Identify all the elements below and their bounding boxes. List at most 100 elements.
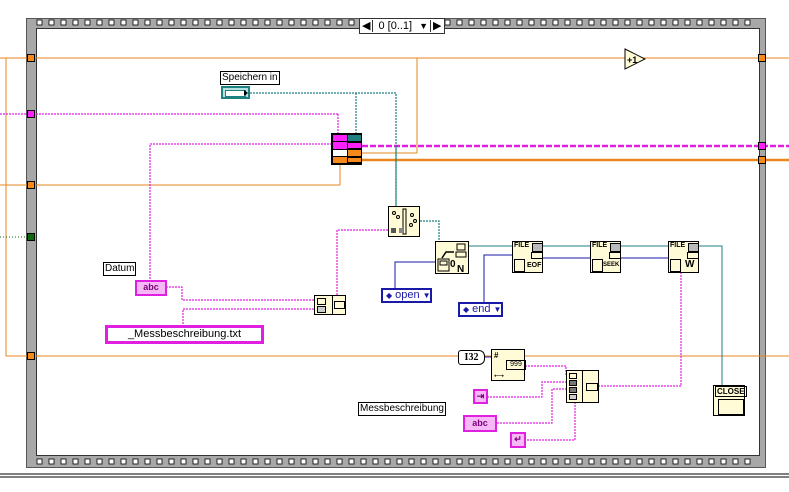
drive-icon bbox=[531, 252, 543, 259]
string-type-label: abc bbox=[143, 282, 159, 292]
path-control-speichern-in[interactable] bbox=[221, 86, 250, 99]
film-hole bbox=[48, 458, 55, 465]
build-path-node[interactable] bbox=[388, 206, 420, 237]
cluster-element-teal bbox=[348, 135, 361, 141]
film-hole bbox=[36, 19, 43, 26]
enum-value: end bbox=[472, 303, 491, 315]
film-hole bbox=[108, 458, 115, 465]
close-label: CLOSE bbox=[715, 386, 747, 397]
film-hole bbox=[744, 19, 751, 26]
film-hole bbox=[648, 19, 655, 26]
film-hole bbox=[564, 19, 571, 26]
concatenate-strings-node[interactable] bbox=[314, 295, 346, 315]
tunnel-orange[interactable] bbox=[758, 156, 766, 164]
computer-icon bbox=[532, 243, 543, 252]
film-hole bbox=[264, 458, 271, 465]
tunnel-orange[interactable] bbox=[27, 181, 35, 189]
label-speichern-in: Speichern in bbox=[220, 71, 280, 85]
film-hole bbox=[492, 458, 499, 465]
film-hole bbox=[168, 458, 175, 465]
tab-constant-icon[interactable]: ⇥ bbox=[473, 389, 488, 404]
film-hole bbox=[576, 19, 583, 26]
wire-teal bbox=[420, 220, 440, 241]
film-hole bbox=[432, 458, 439, 465]
build-path-icon bbox=[391, 208, 417, 235]
format-value-node[interactable]: # 999 ⟷ bbox=[491, 349, 526, 381]
film-hole bbox=[636, 458, 643, 465]
tunnel-orange[interactable] bbox=[27, 54, 35, 62]
film-hole bbox=[300, 19, 307, 26]
film-hole bbox=[468, 19, 475, 26]
string-control-messbeschreibung[interactable]: abc bbox=[463, 415, 497, 432]
increment-decrement-icon: ◆ bbox=[463, 305, 470, 314]
film-hole bbox=[708, 19, 715, 26]
film-hole bbox=[588, 458, 595, 465]
to-i32-conversion[interactable]: I32 bbox=[458, 350, 485, 365]
string-constant-filename[interactable]: _Messbeschreibung.txt bbox=[105, 325, 264, 344]
cluster-element-orange bbox=[333, 157, 347, 163]
previous-frame-arrow-icon[interactable]: ◀ bbox=[360, 20, 374, 32]
tunnel-orange[interactable] bbox=[27, 352, 35, 360]
drive-icon bbox=[609, 252, 621, 259]
film-hole bbox=[252, 458, 259, 465]
film-hole bbox=[672, 458, 679, 465]
film-hole bbox=[180, 458, 187, 465]
film-hole bbox=[624, 19, 631, 26]
film-hole bbox=[528, 458, 535, 465]
file-write-node[interactable]: FILE W bbox=[668, 241, 699, 273]
film-hole bbox=[408, 458, 415, 465]
cluster-element-pink bbox=[333, 142, 347, 149]
increment-node[interactable]: +1 bbox=[624, 48, 646, 70]
frame-dropdown-icon[interactable]: ▼ bbox=[419, 21, 429, 31]
wire-pink bbox=[598, 272, 682, 387]
film-hole bbox=[228, 458, 235, 465]
wire-pink bbox=[497, 388, 567, 424]
wire-pink bbox=[525, 365, 567, 375]
file-seek-node[interactable]: FILE SEEK bbox=[590, 241, 621, 273]
computer-icon bbox=[688, 243, 699, 252]
film-hole bbox=[96, 458, 103, 465]
film-hole bbox=[276, 458, 283, 465]
end-of-line-constant-icon[interactable]: ↵ bbox=[510, 432, 526, 448]
film-hole bbox=[564, 458, 571, 465]
unbundle-cluster-node[interactable] bbox=[331, 133, 362, 165]
tunnel-green[interactable] bbox=[27, 233, 35, 241]
close-file-node[interactable]: CLOSE bbox=[713, 385, 747, 416]
film-hole bbox=[84, 458, 91, 465]
enum-open-mode[interactable]: ◆ open ▼ bbox=[381, 288, 432, 303]
film-hole bbox=[744, 458, 751, 465]
film-hole bbox=[420, 458, 427, 465]
open-create-replace-file-node[interactable]: 0 N bbox=[435, 241, 469, 275]
string-control-datum[interactable]: abc bbox=[135, 280, 167, 296]
film-hole bbox=[156, 19, 163, 26]
film-hole bbox=[516, 19, 523, 26]
sequence-frame-selector[interactable]: ◀ 0 [0..1] ▼ ▶ bbox=[359, 18, 445, 34]
eof-label: EOF bbox=[527, 262, 542, 269]
format-value-label: 999 bbox=[506, 360, 526, 370]
film-hole bbox=[144, 19, 151, 26]
film-hole bbox=[396, 458, 403, 465]
concatenate-strings-large-node[interactable] bbox=[566, 370, 599, 403]
film-hole bbox=[324, 19, 331, 26]
film-hole bbox=[216, 19, 223, 26]
film-hole bbox=[732, 458, 739, 465]
film-hole bbox=[360, 458, 367, 465]
film-hole bbox=[612, 458, 619, 465]
enum-seek-mode[interactable]: ◆ end ▼ bbox=[458, 302, 503, 317]
tunnel-orange[interactable] bbox=[758, 54, 766, 62]
film-hole bbox=[648, 458, 655, 465]
file-eof-node[interactable]: FILE EOF bbox=[512, 241, 543, 273]
film-hole bbox=[636, 19, 643, 26]
film-hole bbox=[108, 19, 115, 26]
film-hole bbox=[192, 458, 199, 465]
tunnel-pink[interactable] bbox=[758, 142, 766, 150]
film-strip-holes bbox=[36, 19, 751, 465]
tunnel-pink[interactable] bbox=[27, 110, 35, 118]
film-hole bbox=[180, 19, 187, 26]
file-header: FILE bbox=[514, 242, 530, 249]
cluster-element-orange bbox=[348, 158, 361, 162]
film-hole bbox=[204, 19, 211, 26]
next-frame-arrow-icon[interactable]: ▶ bbox=[430, 20, 443, 32]
floppy-icon bbox=[514, 259, 525, 272]
